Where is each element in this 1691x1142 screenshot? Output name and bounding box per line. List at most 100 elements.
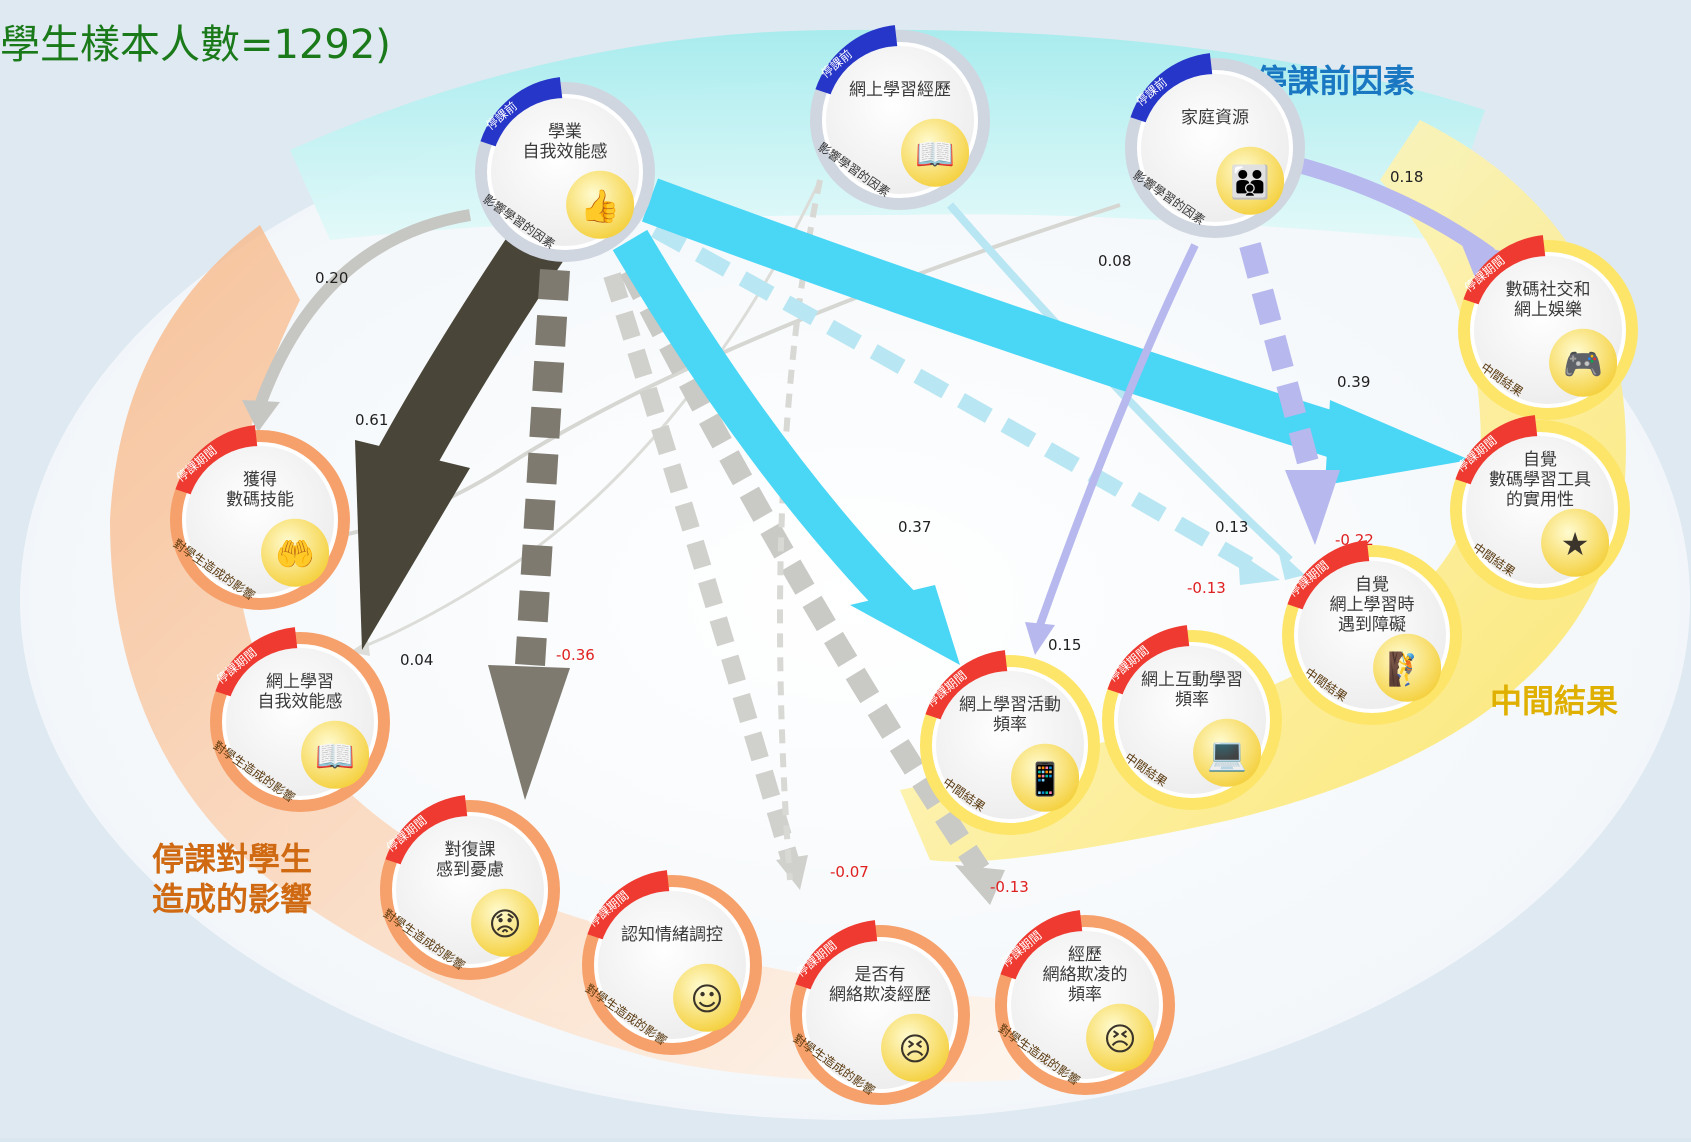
coef-home-olse: 0.08 bbox=[1098, 252, 1131, 270]
node-label-line: 數碼學習工具 bbox=[1489, 470, 1591, 490]
arrowhead-home-obstacles bbox=[1285, 470, 1340, 545]
node-icon: 🤲 bbox=[275, 535, 315, 573]
coef-olexp-obstacles: 0.13 bbox=[1215, 518, 1248, 536]
node-icon: 📖 bbox=[315, 737, 355, 775]
node-tag-arc bbox=[1455, 415, 1538, 487]
node-tag-arc bbox=[1107, 625, 1190, 697]
node-icon: 😣 bbox=[1103, 1020, 1136, 1058]
node-icon-bubble bbox=[673, 963, 742, 1032]
node-icon-bubble bbox=[1086, 1003, 1155, 1072]
node-label-line: 數碼技能 bbox=[226, 490, 294, 510]
node-label-line: 學業 bbox=[548, 122, 582, 142]
node-label-line: 是否有 bbox=[855, 965, 906, 985]
node-icon-bubble bbox=[1216, 146, 1285, 215]
node-label-line: 自覺 bbox=[1523, 450, 1557, 470]
arrow-home-olse bbox=[359, 179, 822, 650]
node-icon: 👪 bbox=[1230, 163, 1270, 201]
arrowhead-olexp-obstacles bbox=[1278, 550, 1305, 580]
node-label-line: 遇到障礙 bbox=[1338, 615, 1406, 635]
node-tag-arc bbox=[1463, 235, 1546, 307]
node-label-line: 網上互動學習 bbox=[1141, 670, 1243, 690]
node-label-line: 數碼社交和 bbox=[1506, 280, 1591, 300]
node-label-line: 頻率 bbox=[1175, 690, 1209, 710]
arrow-se-worry bbox=[515, 269, 570, 666]
nodes-layer: 停課前影響學習的因素學業自我效能感👍停課前影響學習的因素網上學習經歷📖停課前影響… bbox=[170, 25, 1638, 1105]
arrowhead-se-skills bbox=[242, 400, 280, 432]
arrow-se-bullyfreq bbox=[620, 264, 990, 877]
node-icon: 😣 bbox=[898, 1030, 931, 1068]
node-icon-bubble bbox=[261, 518, 330, 587]
node-label-line: 網絡欺凌經歷 bbox=[829, 985, 931, 1005]
node-tag-arc bbox=[1130, 53, 1213, 125]
node-tag-arc bbox=[175, 425, 258, 497]
arrow-se-obstacles bbox=[651, 222, 1255, 572]
node-label-line: 網上學習 bbox=[266, 672, 334, 692]
node-icon: 📱 bbox=[1025, 760, 1065, 798]
node-label-line: 自我效能感 bbox=[258, 692, 343, 712]
node-label-line: 網上學習經歷 bbox=[849, 80, 951, 100]
node-icon: 📖 bbox=[915, 135, 955, 173]
node-label-line: 頻率 bbox=[993, 715, 1027, 735]
node-icon: 🧗 bbox=[1387, 650, 1427, 688]
node-label-line: 網上學習活動 bbox=[959, 695, 1061, 715]
arrow-se-activity bbox=[612, 229, 915, 619]
arrowhead-se-olse bbox=[355, 440, 470, 650]
intermediate-results-title: 中間結果 bbox=[1490, 682, 1618, 720]
coef-home-social: 0.18 bbox=[1390, 168, 1423, 186]
node-label-line: 頻率 bbox=[1068, 985, 1102, 1005]
node-label-line: 網上娛樂 bbox=[1514, 300, 1582, 320]
arrow-olexp-obstacles bbox=[946, 202, 1293, 563]
coef-se-bullyfreq: -0.13 bbox=[990, 878, 1029, 896]
node-icon-bubble bbox=[1193, 718, 1262, 787]
impact-title-line2: 造成的影響 bbox=[152, 880, 312, 918]
node-icon-bubble bbox=[1541, 508, 1610, 577]
arrow-se-bully bbox=[603, 272, 799, 863]
node-tag-arc bbox=[815, 25, 898, 97]
node-icon-bubble bbox=[1011, 743, 1080, 812]
page-title: 學生樣本人數=1292) bbox=[0, 22, 391, 68]
impact-region bbox=[110, 225, 1030, 1083]
node-icon-bubble bbox=[1549, 328, 1618, 397]
coef-se-skills: 0.20 bbox=[315, 269, 348, 287]
node-icon-bubble bbox=[301, 720, 370, 789]
node-label-line: 經歷 bbox=[1068, 945, 1102, 965]
impact-title-line1: 停課對學生 bbox=[152, 840, 312, 878]
node-icon-bubble bbox=[901, 118, 970, 187]
node-tag-arc bbox=[587, 870, 670, 942]
node-icon-bubble bbox=[881, 1013, 950, 1082]
node-tag-arc bbox=[215, 627, 298, 699]
node-label-line: 感到憂慮 bbox=[436, 860, 504, 880]
arrowhead-se-usefulness bbox=[1325, 400, 1470, 485]
node-icon: 😟 bbox=[488, 905, 521, 943]
node-icon: ☺ bbox=[690, 980, 723, 1018]
arrowhead-se-bullyfreq bbox=[955, 865, 1005, 905]
node-label-line: 家庭資源 bbox=[1181, 108, 1249, 128]
coef-se-bully: -0.07 bbox=[830, 863, 869, 881]
arrowhead-se-obstacles bbox=[1238, 552, 1280, 585]
node-icon: 👍 bbox=[580, 187, 620, 225]
node-label-line: 網絡欺凌的 bbox=[1043, 965, 1128, 985]
node-icon-bubble bbox=[1373, 633, 1442, 702]
node-label-line: 獲得 bbox=[243, 470, 277, 490]
node-tag-arc bbox=[795, 920, 878, 992]
node-label-line: 認知情緒調控 bbox=[621, 925, 723, 945]
arrow-home-obstacles bbox=[1239, 242, 1321, 473]
node-label-line: 自覺 bbox=[1355, 575, 1389, 595]
coef-se-olse: 0.61 bbox=[355, 411, 388, 429]
coef-se-obstacles: -0.13 bbox=[1187, 579, 1226, 597]
node-icon: 🎮 bbox=[1563, 345, 1603, 383]
node-icon-bubble bbox=[471, 888, 540, 957]
node-icon-bubble bbox=[566, 170, 635, 239]
coef-home-activity: 0.15 bbox=[1048, 636, 1081, 654]
node-icon: ★ bbox=[1561, 525, 1590, 563]
